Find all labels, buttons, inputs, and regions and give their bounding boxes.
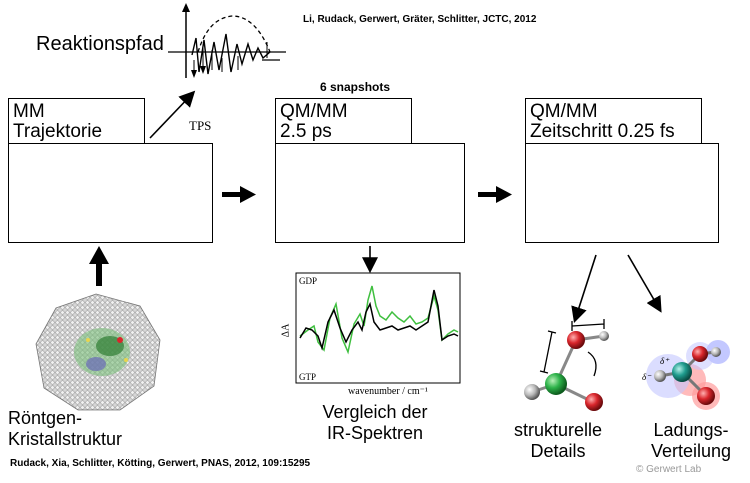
ir-label-top: GDP [299, 276, 318, 286]
reaction-path-plot [168, 3, 286, 78]
caption-crystal-line1: Röntgen- [8, 408, 83, 428]
rp-barrier-curve [197, 15, 271, 53]
box-qmmm-timestep [525, 143, 719, 243]
caption-crystal-line2: Kristallstruktur [8, 429, 123, 449]
rp-y-arrow [182, 3, 190, 12]
copyright-notice: © Gerwert Lab [636, 464, 702, 475]
rp-ticks [193, 48, 239, 72]
caption-ir-line1: Vergleich der [322, 402, 428, 422]
reference-bottom: Rudack, Xia, Schlitter, Kötting, Gerwert… [10, 458, 311, 469]
caption-struct-line2: Details [530, 441, 586, 461]
arrow-box3-to-charge [627, 254, 662, 313]
box-mm-trajectory [8, 143, 213, 243]
tps-arrow [149, 90, 196, 139]
box1-line2: Trajektorie [13, 121, 103, 142]
box-qmmm-2-5ps [275, 143, 465, 243]
caption-charge-distribution: Ladungs- Verteilung [636, 420, 746, 462]
svg-text:δ⁺: δ⁺ [660, 356, 670, 366]
box-qmmm-2-5ps-title: QM/MM 2.5 ps [275, 98, 412, 144]
ir-gtp-curve [299, 285, 459, 355]
box1-line1: MM [13, 101, 45, 122]
reference-top: Li, Rudack, Gerwert, Gräter, Schlitter, … [303, 14, 537, 25]
arrow-box1-to-box2 [222, 186, 256, 203]
caption-structural-details: strukturelle Details [498, 420, 618, 462]
box3-line2: Zeitschritt 0.25 fs [530, 121, 675, 142]
caption-ir-comparison: Vergleich der IR-Spektren [300, 402, 450, 444]
ir-x-axis-label: wavenumber / cm⁻¹ [348, 386, 428, 397]
svg-text:δ⁻: δ⁻ [642, 372, 652, 382]
charge-distribution-image: δ⁺ δ⁻ [642, 340, 730, 410]
caption-crystal-structure: Röntgen- Kristallstruktur [8, 408, 122, 450]
caption-charge-line2: Verteilung [650, 441, 732, 461]
box-mm-trajectory-title: MM Trajektorie [8, 98, 145, 144]
ir-y-axis-label: ΔA [280, 323, 292, 338]
box2-line1: QM/MM [280, 101, 348, 122]
caption-ir-line2: IR-Spektren [326, 423, 424, 443]
arrow-crystal-to-box1 [89, 246, 109, 286]
ir-spectrum-plot [295, 272, 461, 384]
tps-label: TPS [189, 118, 212, 133]
arrow-box2-to-box3 [478, 186, 512, 203]
reaction-path-label: Reaktionspfad [36, 33, 164, 55]
ir-label-bottom: GTP [299, 372, 317, 382]
box2-line2: 2.5 ps [280, 121, 332, 142]
box-qmmm-timestep-title: QM/MM Zeitschritt 0.25 fs [525, 98, 702, 144]
arrow-box3-to-structure [571, 254, 597, 324]
caption-charge-line1: Ladungs- [653, 420, 729, 440]
box3-line1: QM/MM [530, 101, 598, 122]
rp-trajectory-curve [191, 33, 271, 75]
snapshots-label: 6 snapshots [320, 80, 391, 94]
structural-details-image [524, 319, 609, 411]
ir-gdp-curve [299, 289, 459, 351]
crystal-structure-image [35, 293, 161, 411]
caption-struct-line1: strukturelle [513, 420, 603, 440]
